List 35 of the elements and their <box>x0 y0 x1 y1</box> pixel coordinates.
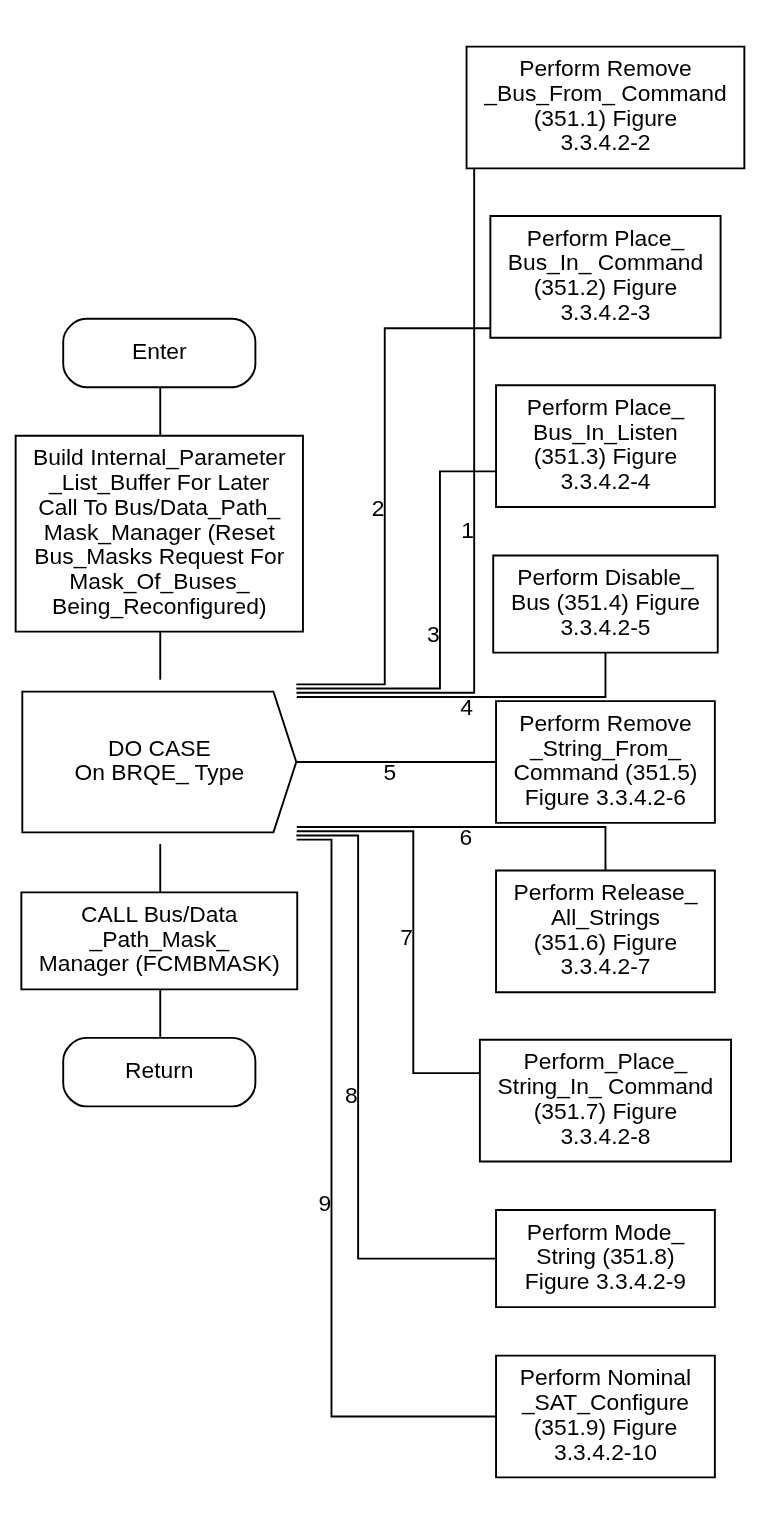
edge-label: 2 <box>371 495 385 522</box>
connector <box>295 470 497 690</box>
edge-label: 3 <box>426 621 440 648</box>
edge-label: 7 <box>400 924 413 951</box>
connector <box>295 167 476 694</box>
edge-label: 5 <box>383 759 397 786</box>
node-box: Enter <box>62 317 257 389</box>
connector <box>159 843 162 893</box>
connector <box>295 834 497 1260</box>
connector <box>295 838 497 1418</box>
edge-label: 1 <box>461 516 474 543</box>
edge-label: 4 <box>460 694 473 721</box>
node-box: Perform Place_ Bus_In_ Command (351.2) Figure 3.3.4.2-3 <box>489 215 722 339</box>
connector <box>159 630 162 681</box>
connector <box>295 830 481 1075</box>
node-box: CALL Bus/Data _Path_Mask_ Manager (FCMBMASK) <box>20 891 299 991</box>
edge-label: 8 <box>345 1082 358 1109</box>
connector <box>159 988 162 1039</box>
node-box: Perform Disable_ Bus (351.4) Figure 3.3.4.2-5 <box>492 554 719 654</box>
edge-label: 9 <box>318 1189 332 1216</box>
connector <box>159 386 162 436</box>
connector <box>295 327 491 686</box>
node-box: Perform Place_ Bus_In_Listen (351.3) Figure 3.3.4.2-4 <box>495 384 716 508</box>
edge-label: 6 <box>459 824 473 851</box>
connector <box>295 761 497 763</box>
connector <box>295 651 607 698</box>
node-box: Perform Remove _String_From_ Command (351.5) Figure 3.3.4.2-6 <box>495 700 716 824</box>
connector <box>295 826 607 872</box>
node-box: Return <box>62 1036 257 1108</box>
node-box: Perform Mode_ String (351.8) Figure 3.3.4.2-9 <box>495 1209 716 1309</box>
node-box: Perform Remove _Bus_From_ Command (351.1) Figure 3.3.4.2-2 <box>465 45 746 170</box>
node-box: Perform Release_ All_Strings (351.6) Figure 3.3.4.2-7 <box>495 869 716 994</box>
node-box: Perform_Place_ String_In_ Command (351.7) Figure 3.3.4.2-8 <box>478 1038 732 1163</box>
node-box: Build Internal_Parameter _List_Buffer For Later Call To Bus/Data_Path_ Mask_Manager (Reset Bus_Masks Request For Mask_Of_Buses_ Being_Reconfigured) <box>14 434 304 633</box>
node-box: Perform Nominal _SAT_Configure (351.9) Figure 3.3.4.2-10 <box>495 1354 716 1479</box>
